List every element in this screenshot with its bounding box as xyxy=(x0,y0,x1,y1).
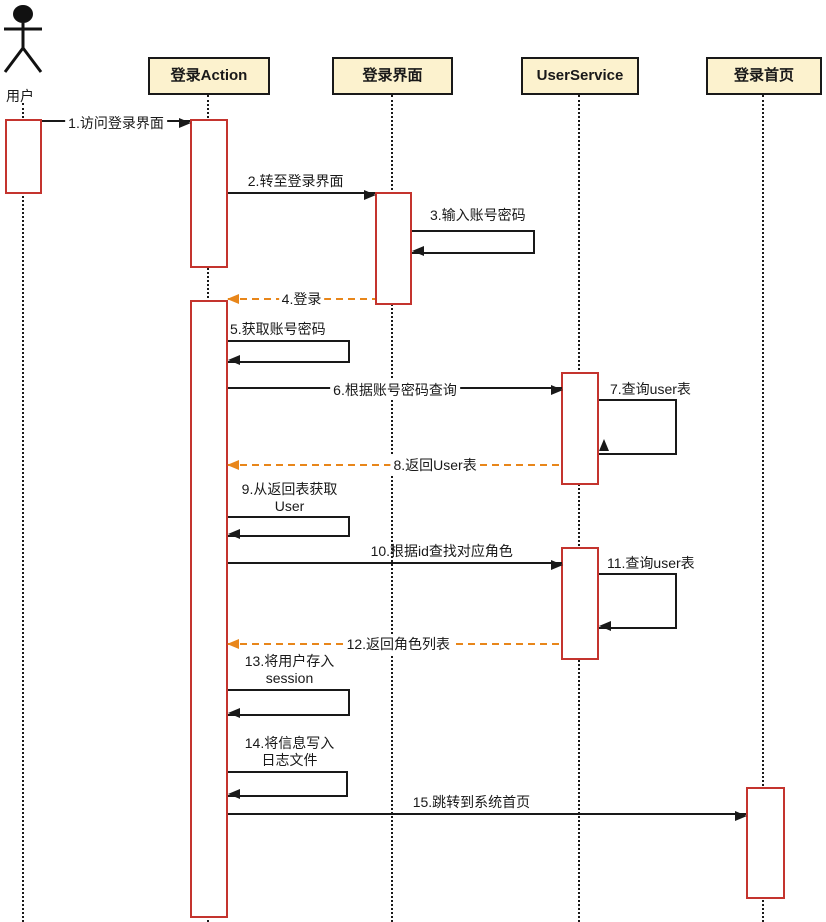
message-9-self-loop xyxy=(228,516,350,539)
message-6-label: 6.根据账号密码查询 xyxy=(330,380,460,400)
message-1-label: 1.访问登录界面 xyxy=(65,113,167,133)
actor-user-icon xyxy=(3,5,43,73)
arrowhead-right-icon xyxy=(551,385,563,395)
activation-login-ui xyxy=(375,192,412,305)
message-4-label: 4.登录 xyxy=(278,289,325,309)
activation-user-service-2 xyxy=(561,547,599,660)
arrowhead-left-icon xyxy=(599,621,611,631)
arrowhead-left-icon xyxy=(412,246,424,256)
message-10-arrow: 10.根据id查找对应角色 xyxy=(228,543,563,570)
arrowhead-left-icon xyxy=(227,460,239,470)
activation-user xyxy=(5,119,42,194)
lifeline-user xyxy=(22,103,24,922)
arrowhead-right-icon xyxy=(735,811,747,821)
message-10-label: 10.根据id查找对应角色 xyxy=(370,543,513,559)
arrowhead-left-icon xyxy=(227,294,239,304)
message-15-arrow: 15.跳转到系统首页 xyxy=(228,794,747,821)
lifeline-user-service xyxy=(578,95,580,922)
message-9-label: 9.从返回表获取 User xyxy=(241,481,338,514)
lifeline-login-ui xyxy=(391,95,393,922)
message-11-label: 11.查询user表 xyxy=(607,555,695,571)
arrowhead-right-icon xyxy=(364,190,376,200)
arrowhead-left-icon xyxy=(228,529,240,539)
lifeline-login-home xyxy=(762,95,764,922)
message-1-arrow: 1.访问登录界面 xyxy=(42,113,191,133)
message-12-label: 12.返回角色列表 xyxy=(343,634,454,654)
message-14-self-loop xyxy=(228,771,348,799)
activation-login-home xyxy=(746,787,785,899)
activation-login-action-1 xyxy=(190,119,228,268)
participant-login-home: 登录首页 xyxy=(706,57,822,95)
message-8-label: 8.返回User表 xyxy=(390,455,480,475)
arrowhead-left-icon xyxy=(228,708,240,718)
participant-login-ui: 登录界面 xyxy=(332,57,453,95)
message-5-label: 5.获取账号密码 xyxy=(230,321,326,337)
message-8-arrow: 8.返回User表 xyxy=(227,455,562,475)
arrowhead-left-icon xyxy=(227,639,239,649)
message-3-self-loop xyxy=(412,230,535,256)
message-13-label: 13.将用户存入 session xyxy=(244,653,335,686)
message-12-arrow: 12.返回角色列表 xyxy=(227,634,562,654)
message-11-self-loop xyxy=(599,573,677,631)
participant-login-action: 登录Action xyxy=(148,57,270,95)
message-14-label: 14.将信息写入 日志文件 xyxy=(244,735,335,768)
actor-user-label: 用户 xyxy=(6,88,34,104)
message-7-self-loop xyxy=(599,399,677,455)
arrowhead-right-icon xyxy=(551,560,563,570)
arrowhead-left-icon xyxy=(228,355,240,365)
message-7-label: 7.查询user表 xyxy=(610,381,691,397)
message-2-arrow: 2.转至登录界面 xyxy=(228,173,376,200)
message-4-arrow: 4.登录 xyxy=(227,289,375,309)
activation-user-service-1 xyxy=(561,372,599,485)
arrowhead-right-icon xyxy=(179,118,191,128)
participant-user-service: UserService xyxy=(521,57,639,95)
message-6-arrow: 6.根据账号密码查询 xyxy=(228,380,563,400)
message-13-self-loop xyxy=(228,689,350,718)
message-3-label: 3.输入账号密码 xyxy=(430,207,526,223)
arrowhead-up-icon xyxy=(599,439,609,451)
message-5-self-loop xyxy=(228,340,350,365)
activation-login-action-2 xyxy=(190,300,228,918)
message-15-label: 15.跳转到系统首页 xyxy=(412,794,531,810)
arrowhead-left-icon xyxy=(228,789,240,799)
message-2-label: 2.转至登录界面 xyxy=(247,173,344,189)
